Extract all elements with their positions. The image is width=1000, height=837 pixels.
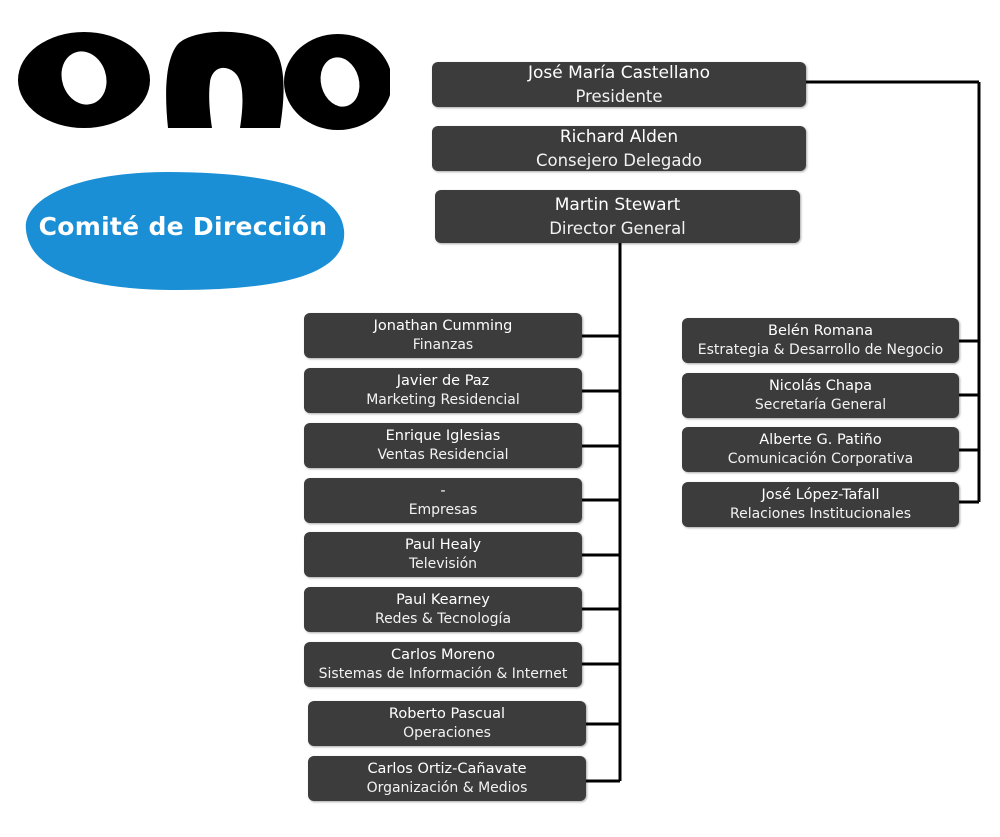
exec-box-ceo: Richard Alden Consejero Delegado (432, 126, 806, 171)
report-name: Nicolás Chapa (768, 377, 873, 394)
exec-role: Consejero Delegado (535, 150, 703, 170)
report-role: Estrategia & Desarrollo de Negocio (697, 341, 944, 358)
report-box-marketing: Javier de Paz Marketing Residencial (304, 368, 582, 413)
report-name: José López-Tafall (761, 486, 880, 503)
report-name: Roberto Pascual (388, 705, 506, 722)
report-name: Paul Healy (404, 536, 482, 553)
exec-role: Presidente (575, 86, 663, 106)
report-name: Alberte G. Patiño (759, 431, 882, 448)
report-role: Comunicación Corporativa (727, 450, 914, 467)
report-name: - (440, 482, 446, 499)
report-box-comunicacion: Alberte G. Patiño Comunicación Corporati… (682, 427, 959, 472)
report-role: Televisión (408, 555, 478, 572)
report-name: Enrique Iglesias (385, 427, 501, 444)
report-role: Marketing Residencial (366, 391, 520, 408)
report-box-empresas: - Empresas (304, 478, 582, 523)
report-box-organizacion: Carlos Ortiz-Cañavate Organización & Med… (308, 756, 586, 801)
report-box-estrategia: Belén Romana Estrategia & Desarrollo de … (682, 318, 959, 363)
report-role: Sistemas de Información & Internet (318, 665, 568, 682)
report-role: Relaciones Institucionales (729, 505, 911, 522)
committee-badge: Comité de Dirección (18, 168, 348, 292)
committee-title: Comité de Dirección (38, 212, 328, 241)
report-box-television: Paul Healy Televisión (304, 532, 582, 577)
report-name: Belén Romana (768, 322, 873, 339)
exec-role: Director General (549, 218, 686, 238)
exec-name: José María Castellano (527, 62, 711, 83)
exec-name: Martin Stewart (554, 194, 681, 215)
report-box-secretaria: Nicolás Chapa Secretaría General (682, 373, 959, 418)
exec-name: Richard Alden (559, 126, 679, 147)
report-role: Secretaría General (754, 396, 887, 413)
exec-box-director-general: Martin Stewart Director General (435, 190, 800, 243)
report-box-relaciones: José López-Tafall Relaciones Institucion… (682, 482, 959, 527)
report-role: Operaciones (403, 724, 491, 741)
report-role: Ventas Residencial (377, 446, 509, 463)
report-role: Empresas (408, 501, 478, 518)
report-name: Carlos Moreno (390, 646, 496, 663)
ono-logo-graphic (18, 31, 392, 130)
report-box-sistemas: Carlos Moreno Sistemas de Información & … (304, 642, 582, 687)
report-name: Javier de Paz (396, 372, 490, 389)
report-role: Redes & Tecnología (374, 610, 512, 627)
report-role: Finanzas (412, 336, 474, 353)
report-box-finanzas: Jonathan Cumming Finanzas (304, 313, 582, 358)
badge-shape (25, 172, 345, 290)
report-name: Carlos Ortiz-Cañavate (367, 760, 527, 777)
report-box-ventas: Enrique Iglesias Ventas Residencial (304, 423, 582, 468)
report-name: Jonathan Cumming (373, 317, 513, 334)
report-role: Organización & Medios (366, 779, 528, 796)
report-name: Paul Kearney (396, 591, 490, 608)
ono-logo (18, 30, 392, 132)
report-box-operaciones: Roberto Pascual Operaciones (308, 701, 586, 746)
report-box-redes: Paul Kearney Redes & Tecnología (304, 587, 582, 632)
exec-box-president: José María Castellano Presidente (432, 62, 806, 107)
